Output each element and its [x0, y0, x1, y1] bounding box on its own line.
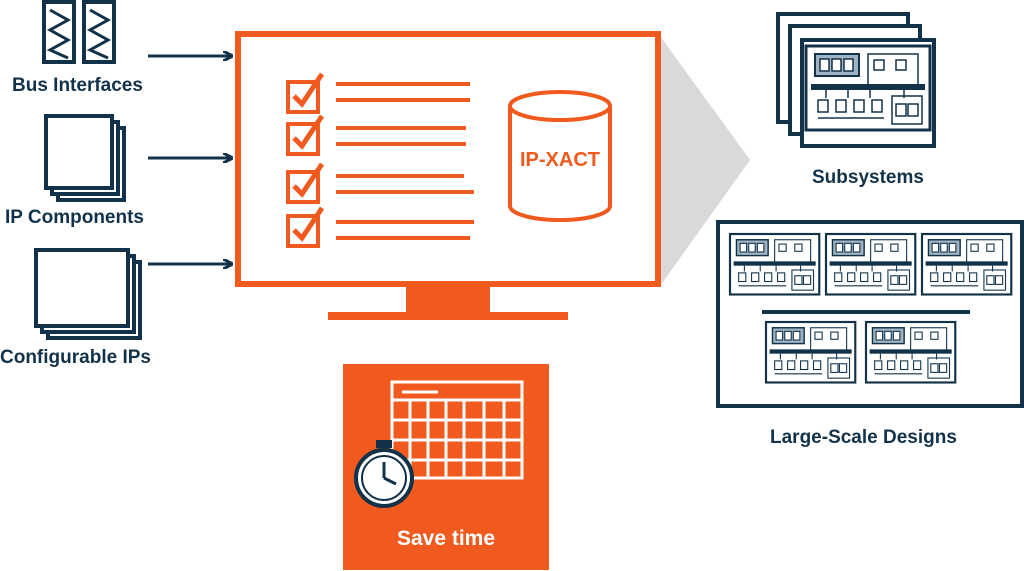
- subsystem-board-icon: [864, 320, 957, 384]
- checklist: [286, 72, 474, 248]
- subsystem-stack: [776, 12, 936, 148]
- ip-components-icon: [44, 114, 126, 202]
- monitor-icon: [235, 31, 661, 320]
- subsystem-board-icon: [764, 320, 857, 384]
- ip-xact-label: IP-XACT: [520, 149, 600, 171]
- stopwatch-icon: [354, 440, 414, 508]
- subsystems-label: Subsystems: [812, 167, 924, 188]
- subsystem-board-icon: [920, 232, 1013, 296]
- projection-wedge: [660, 36, 750, 286]
- ip-components-label: IP Components: [5, 207, 144, 228]
- subsystem-board-icon: [824, 232, 917, 296]
- large-scale-designs-frame: [716, 220, 1024, 408]
- configurable-ips-label: Configurable IPs: [0, 347, 151, 368]
- calendar-icon: [390, 380, 524, 480]
- input-arrows: [148, 56, 232, 264]
- configurable-ips-icon: [34, 248, 142, 340]
- save-time-label: Save time: [396, 527, 496, 550]
- bus-interfaces-label: Bus Interfaces: [12, 75, 143, 96]
- bus-interface-icon: [42, 0, 116, 64]
- database-icon: [508, 90, 612, 222]
- large-scale-designs-label: Large-Scale Designs: [770, 427, 957, 448]
- save-time-tile: [343, 364, 549, 570]
- subsystem-board-icon: [728, 232, 821, 296]
